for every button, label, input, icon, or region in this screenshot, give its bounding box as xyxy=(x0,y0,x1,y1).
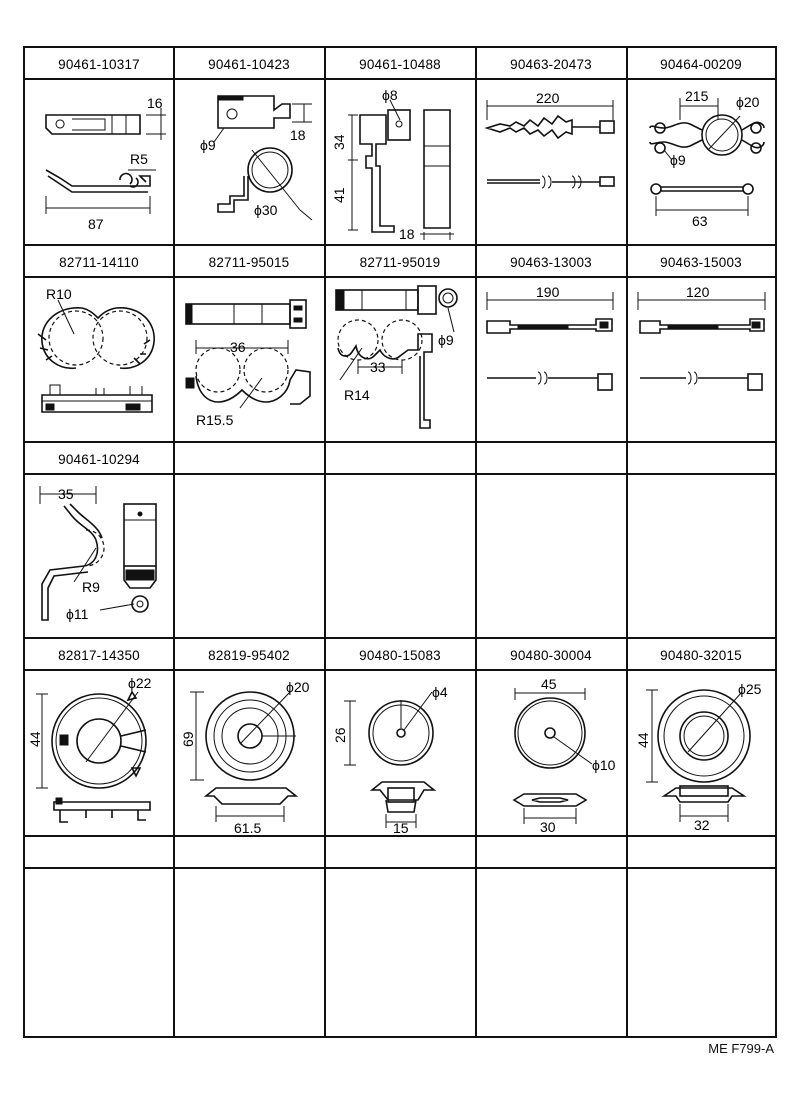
dimension-label: 44 xyxy=(635,732,651,748)
dimension-label: R9 xyxy=(82,579,100,595)
part-number: 90463-15003 xyxy=(660,255,742,270)
dimension-label: ϕ9 xyxy=(670,152,686,168)
dimension-label: 32 xyxy=(694,817,710,833)
dimension-label: 18 xyxy=(399,226,415,242)
part-number: 90480-15083 xyxy=(359,648,441,663)
clip-drawing-82711-95015: 36 R15.5 xyxy=(185,299,311,428)
dimension-label: 220 xyxy=(536,90,560,106)
part-number: 82817-14350 xyxy=(58,648,140,663)
dimension-label: 87 xyxy=(88,216,104,232)
clip-drawing-90463-20473: 220 xyxy=(484,90,615,189)
dimension-label: 34 xyxy=(331,134,347,150)
dimension-label: ϕ22 xyxy=(128,675,152,691)
drawing-code: ME F799-A xyxy=(708,1041,774,1056)
clip-drawing-90461-10423: ϕ9 18 ϕ30 xyxy=(200,95,313,221)
dimension-label: 33 xyxy=(370,359,386,375)
dimension-label: ϕ25 xyxy=(738,681,762,697)
grommet-drawing-90480-15083: ϕ4 26 15 xyxy=(332,684,448,836)
part-number: 90461-10294 xyxy=(58,452,140,467)
dimension-label: 215 xyxy=(685,88,709,104)
dimension-label: 30 xyxy=(540,819,556,835)
dimension-label: ϕ20 xyxy=(286,679,310,695)
grommet-drawing-82817-14350: ϕ22 44 xyxy=(27,675,152,823)
dimension-label: 18 xyxy=(290,127,306,143)
clip-drawing-90464-00209: 215 ϕ20 ϕ9 63 xyxy=(649,88,765,229)
dimension-label: ϕ9 xyxy=(438,332,454,348)
dimension-label: 120 xyxy=(686,284,710,300)
part-number: 82711-14110 xyxy=(59,255,139,270)
part-number: 82819-95402 xyxy=(208,648,290,663)
dimension-label: 44 xyxy=(27,731,43,747)
dimension-label: ϕ9 xyxy=(200,137,216,153)
dimension-label: 45 xyxy=(541,676,557,692)
clip-drawing-90461-10317: 16 R5 87 xyxy=(45,95,166,232)
dimension-label: 15 xyxy=(393,820,409,836)
clip-drawing-82711-95019: ϕ9 33 R14 xyxy=(335,285,458,429)
dimension-label: 36 xyxy=(230,339,246,355)
part-number: 90464-00209 xyxy=(660,57,742,72)
part-number: 90461-10488 xyxy=(359,57,441,72)
part-number: 90461-10317 xyxy=(58,57,140,72)
dimension-label: 26 xyxy=(332,727,348,743)
dimension-label: 61.5 xyxy=(234,820,261,836)
dimension-label: 190 xyxy=(536,284,560,300)
part-number: 90480-32015 xyxy=(660,648,742,663)
part-number: 90463-13003 xyxy=(510,255,592,270)
dimension-label: ϕ30 xyxy=(254,202,278,218)
dimension-label: 69 xyxy=(180,731,196,747)
clip-drawing-90463-13003: 190 xyxy=(486,284,614,391)
clip-drawing-90461-10294: 35 R9 ϕ11 xyxy=(39,486,157,622)
part-number: 82711-95019 xyxy=(360,255,441,270)
grommet-drawing-82819-95402: ϕ20 69 61.5 xyxy=(180,679,310,836)
dimension-label: 35 xyxy=(58,486,74,502)
dimension-label: ϕ11 xyxy=(66,606,89,622)
part-number: 90461-10423 xyxy=(208,57,290,72)
table-grid xyxy=(23,46,777,1038)
dimension-label: ϕ8 xyxy=(382,87,398,103)
dimension-label: 41 xyxy=(331,187,347,203)
clip-drawing-90463-15003: 120 xyxy=(637,284,766,391)
part-number-headers: 90461-10317 90461-10423 90461-10488 9046… xyxy=(58,57,742,663)
dimension-label: R5 xyxy=(130,151,148,167)
part-number: 90480-30004 xyxy=(510,648,592,663)
clip-drawing-82711-14110: R10 xyxy=(37,286,155,413)
part-number: 90463-20473 xyxy=(510,57,592,72)
grommet-drawing-90480-32015: ϕ25 44 32 xyxy=(635,681,762,833)
dimension-label: ϕ4 xyxy=(432,684,448,700)
grommet-drawing-90480-30004: 45 ϕ10 30 xyxy=(512,676,616,835)
dimension-label: ϕ20 xyxy=(736,94,760,110)
dimension-label: R10 xyxy=(46,286,72,302)
dimension-label: 16 xyxy=(147,95,163,111)
dimension-label: R15.5 xyxy=(196,412,234,428)
clip-drawing-90461-10488: ϕ8 34 41 18 xyxy=(331,87,454,242)
dimension-label: R14 xyxy=(344,387,370,403)
dimension-label: 63 xyxy=(692,213,708,229)
dimension-label: ϕ10 xyxy=(592,757,616,773)
part-number: 82711-95015 xyxy=(209,255,290,270)
